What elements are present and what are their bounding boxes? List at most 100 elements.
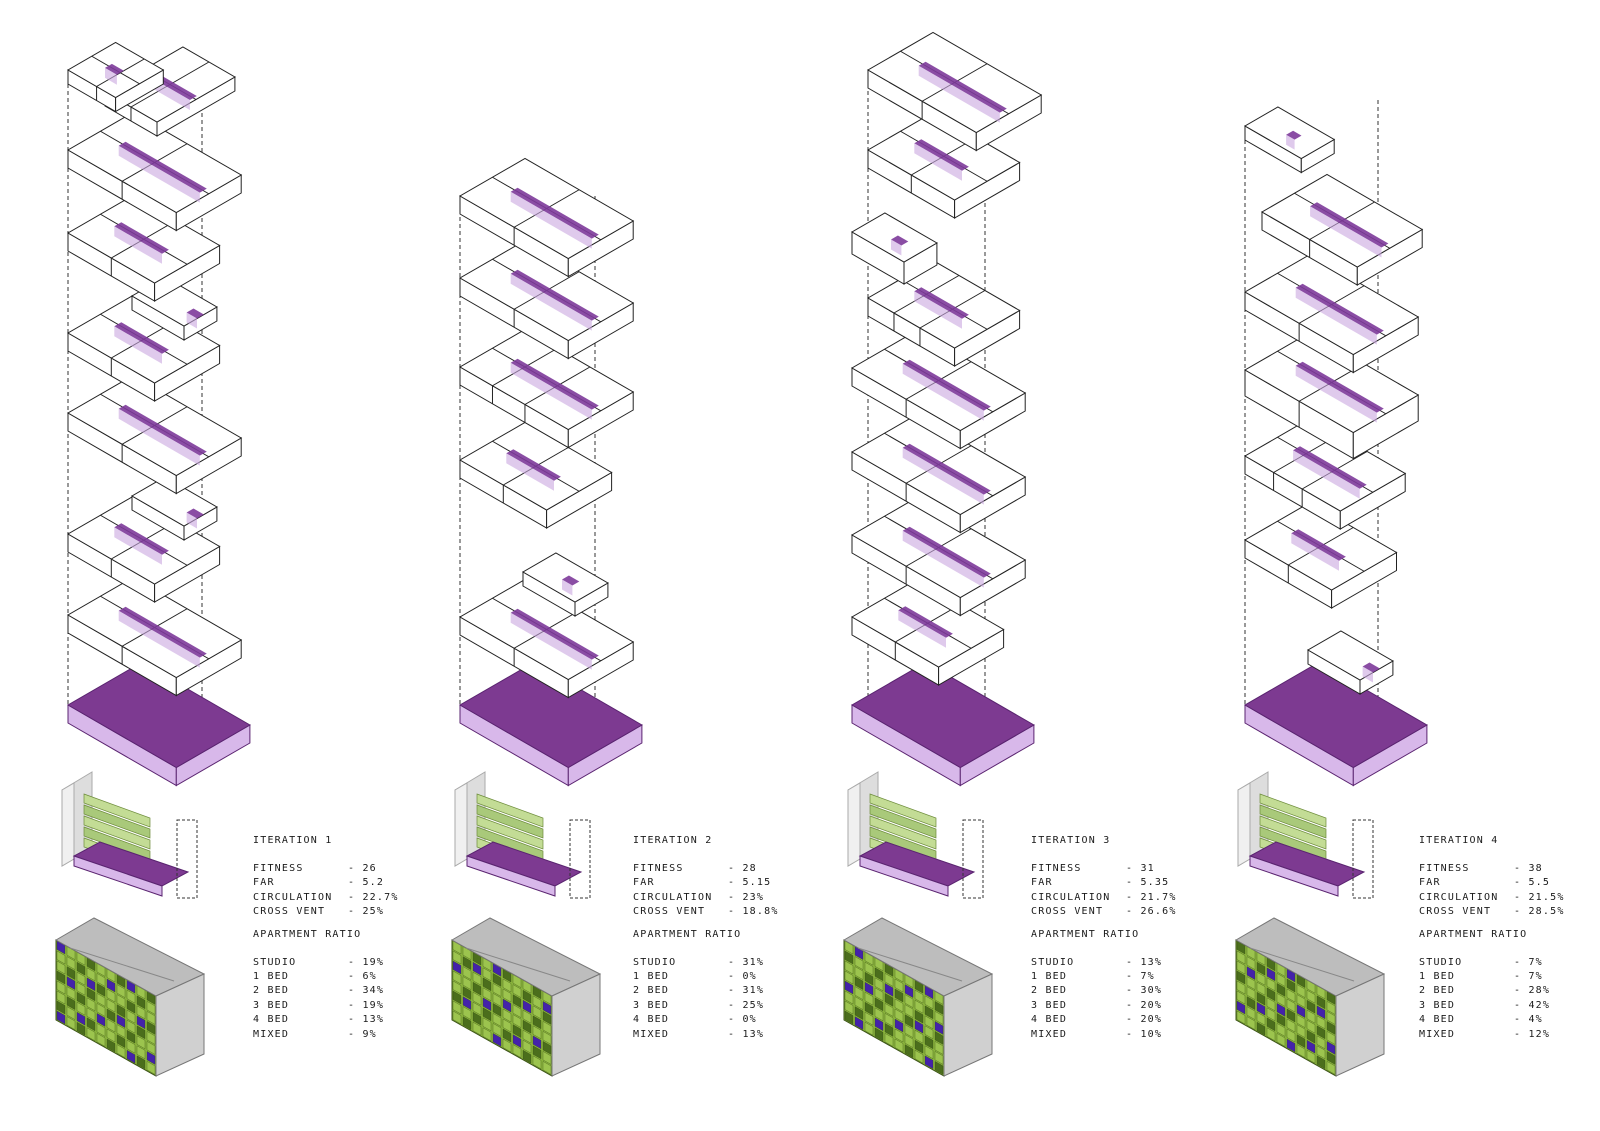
facade-panel [542,1011,552,1025]
facade-panel [924,1045,934,1060]
facade-panel [492,1003,502,1017]
ratio-row: 4 BED- 20% [1031,1013,1221,1027]
metric-value: - 5.15 [728,877,772,889]
metric-row: FAR- 5.2 [253,876,443,890]
roof-divider [69,947,175,982]
facade-panel [854,976,864,990]
facade-panel [894,988,904,1003]
corridor-band-shadow [114,527,162,565]
facade-panel [66,956,76,970]
facade-panel [146,1021,156,1035]
metric-row: CIRCULATION- 21.5% [1419,891,1600,905]
facade-panel [76,961,86,976]
facade-panel [914,1049,924,1064]
ratio-value: - 19% [348,956,385,968]
facade-panel [542,1001,552,1015]
facade-panel [482,1027,492,1042]
ratio-row: STUDIO- 19% [253,956,443,970]
apartment-ratio-title: APARTMENT RATIO [1419,928,1528,940]
facade-panel [96,1033,106,1047]
facade-panel [1326,1001,1336,1015]
metric-label: CIRCULATION [1419,891,1499,903]
facade-panel [864,961,874,976]
podium-slab-side [859,855,949,897]
facade-panel [96,993,106,1007]
facade-panel [532,1035,542,1050]
facade-panel [56,980,66,995]
ratio-row: 2 BED- 34% [253,984,443,998]
iteration-title: ITERATION 4 [1419,835,1499,846]
iteration-1-stack [66,41,251,787]
box-top-face [66,661,251,769]
facade-panel [1266,1007,1276,1022]
facade-panel [96,1003,106,1017]
metric-row: CIRCULATION- 23% [633,891,823,905]
corridor-band-shadow [510,612,592,670]
facade-panel [492,983,502,997]
core-wall-edge [847,782,861,867]
ratio-row: STUDIO- 31% [633,956,823,970]
facade-panel [472,991,482,1006]
facade-panel [472,961,482,976]
facade-panel [1326,1011,1336,1025]
facade-panel [1326,1031,1336,1045]
facade-panel [472,1001,482,1016]
corridor-band [118,606,207,658]
facade-panel [56,1010,66,1025]
corridor-band [1291,529,1346,561]
facade-panel [512,1044,522,1058]
facade-panel [126,1049,136,1064]
facade-panel [136,1055,146,1070]
facade-panel [924,995,934,1010]
ratio-value: - 13% [1126,956,1163,968]
corridor-band-shadow [118,145,200,203]
facade-panel [874,977,884,992]
metric-label: FITNESS [253,863,304,874]
facade-panel [502,988,512,1003]
corridor-band [186,508,204,519]
corridor-band-shadow [510,191,592,249]
corridor-band [1295,283,1384,335]
section-cut-frame [176,819,198,899]
facade-panel [1236,990,1246,1005]
iteration-2-stack [458,157,643,787]
ratio-row: 4 BED- 4% [1419,1013,1600,1027]
facade-panel [1236,1000,1246,1015]
unit-strip [869,793,937,828]
facade-panel [532,1055,542,1070]
facade-panel [512,1024,522,1038]
facade-panel [1256,991,1266,1006]
box-top-face [458,661,643,769]
facade-panel [854,1006,864,1020]
ratio-label: 3 BED [253,999,290,1011]
ratio-row: 3 BED- 25% [633,999,823,1013]
iteration-1-panel: ITERATION 1 FITNESS- 26 FAR- 5.2 CIRCULA… [253,834,443,1042]
facade-panel [502,1028,512,1043]
core-wall-edge [1237,782,1251,867]
facade-panel [1266,1017,1276,1032]
facade-panel [884,993,894,1007]
facade-panel [1316,1015,1326,1030]
facade-panel [482,987,492,1002]
facade-panel [146,1001,156,1015]
metric-row: FAR- 5.15 [633,876,823,890]
facade-panel [452,970,462,985]
unit-strip [83,815,151,850]
corridor-band [914,139,969,171]
facade-panel [1276,973,1286,987]
corridor-band [902,443,991,495]
facade-panel [66,1006,76,1020]
facade-panel [1236,950,1246,965]
metric-label: CROSS VENT [1031,906,1104,918]
facade-panel [864,1021,874,1036]
ratio-value: - 13% [728,1028,765,1040]
roof-divider [857,947,963,982]
facade-panel [1276,1013,1286,1027]
facade-panel [1316,1025,1326,1040]
ratio-value: - 7% [1514,956,1543,968]
facade-panel [1286,1028,1296,1043]
facade-panel [86,1017,96,1032]
facade-panel [924,1035,934,1050]
facade-panel [1266,1027,1276,1042]
facade-panel [96,973,106,987]
